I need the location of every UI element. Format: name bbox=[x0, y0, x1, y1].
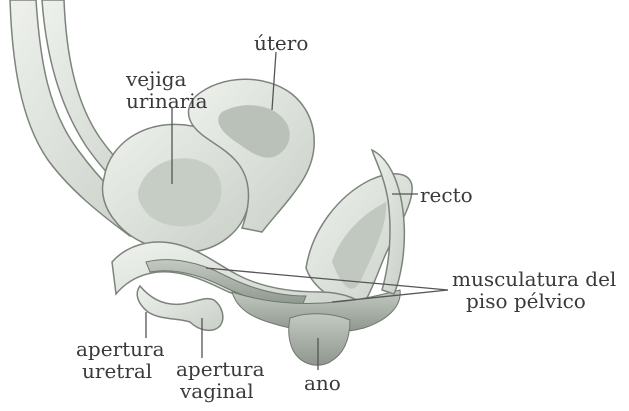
label-vejiga-line2: urinaria bbox=[126, 90, 208, 112]
vaginal-canal bbox=[146, 260, 306, 306]
label-musculatura-line1: musculatura del bbox=[452, 268, 616, 290]
label-apertura-uretral-line1: apertura bbox=[76, 338, 165, 360]
anal-canal bbox=[289, 314, 350, 365]
label-apertura-vaginal-line2: vaginal bbox=[176, 380, 265, 402]
label-utero: útero bbox=[254, 32, 308, 54]
label-recto-text: recto bbox=[420, 184, 473, 206]
label-musculatura: musculatura del piso pélvico bbox=[452, 268, 616, 312]
label-vejiga-line1: vejiga bbox=[126, 68, 208, 90]
label-apertura-vaginal-line1: apertura bbox=[176, 358, 265, 380]
label-apertura-uretral: apertura uretral bbox=[76, 338, 165, 382]
label-recto: recto bbox=[420, 184, 473, 206]
label-ano-text: ano bbox=[304, 372, 341, 394]
label-ano: ano bbox=[304, 372, 341, 394]
label-vejiga-urinaria: vejiga urinaria bbox=[126, 68, 208, 112]
label-apertura-uretral-line2: uretral bbox=[76, 360, 165, 382]
label-utero-text: útero bbox=[254, 32, 308, 54]
label-musculatura-line2: piso pélvico bbox=[452, 290, 616, 312]
lower-openings bbox=[137, 286, 223, 330]
label-apertura-vaginal: apertura vaginal bbox=[176, 358, 265, 402]
